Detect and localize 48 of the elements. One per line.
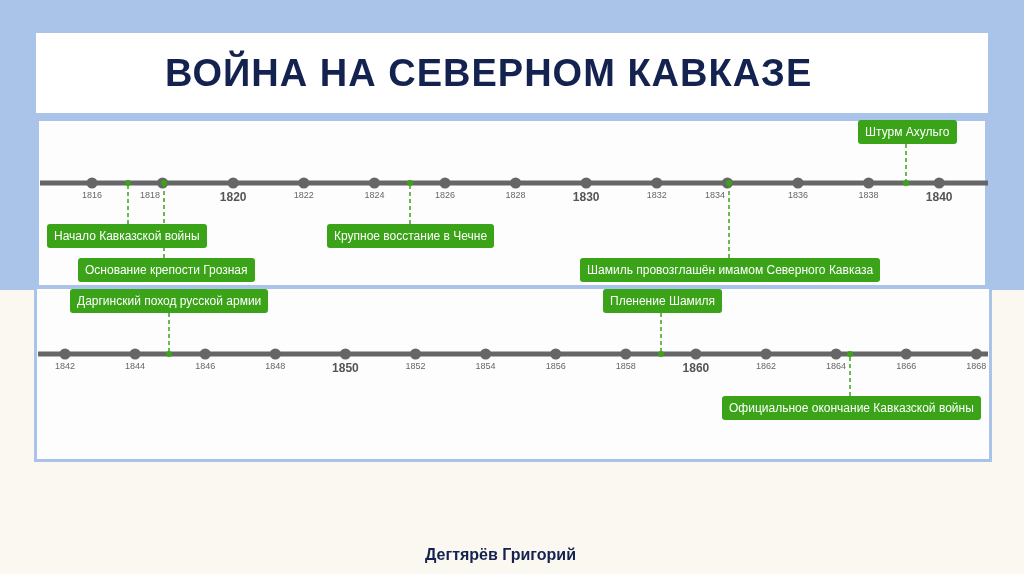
year-label: 1818 xyxy=(140,190,161,200)
year-label: 1816 xyxy=(82,190,102,200)
event-marker-dot xyxy=(658,351,664,357)
year-label: 1824 xyxy=(364,190,385,200)
event-marker-dot xyxy=(726,180,732,186)
year-label: 1850 xyxy=(332,361,359,375)
year-label: 1856 xyxy=(545,361,566,371)
event-label: Основание крепости Грозная xyxy=(78,258,255,282)
event-marker-dot xyxy=(847,351,853,357)
event-marker-dot xyxy=(903,180,909,186)
event-label: Официальное окончание Кавказской войны xyxy=(722,396,981,420)
year-label: 1862 xyxy=(756,361,776,371)
event-marker-dot xyxy=(161,180,167,186)
year-label: 1860 xyxy=(682,361,710,375)
year-label: 1828 xyxy=(505,190,526,200)
leader-line xyxy=(905,143,907,181)
event-marker-dot xyxy=(166,351,172,357)
event-label: Даргинский поход русской армии xyxy=(70,289,269,313)
event-label: Начало Кавказской войны xyxy=(47,224,207,248)
year-label: 1866 xyxy=(896,361,917,371)
year-label: 1830 xyxy=(572,190,600,204)
leader-line xyxy=(168,312,170,352)
year-label: 1836 xyxy=(788,190,808,200)
event-label: Штурм Ахульго xyxy=(858,120,957,144)
leader-line xyxy=(728,185,730,259)
event-marker-dot xyxy=(125,180,131,186)
event-label: Шамиль провозглашён имамом Северного Кавказа xyxy=(580,258,881,282)
event-label: Пленение Шамиля xyxy=(603,289,723,313)
event-label: Крупное восстание в Чечне xyxy=(327,224,495,248)
year-label: 1820 xyxy=(219,190,247,204)
year-label: 1848 xyxy=(265,361,286,371)
year-label: 1838 xyxy=(858,190,879,200)
year-label: 1842 xyxy=(55,361,75,371)
leader-line xyxy=(127,185,129,225)
year-label: 1832 xyxy=(646,190,667,200)
year-label: 1822 xyxy=(293,190,314,200)
leader-line xyxy=(849,356,851,397)
year-label: 1826 xyxy=(435,190,455,200)
year-label: 1852 xyxy=(405,361,426,371)
leader-line xyxy=(660,312,662,352)
event-marker-dot xyxy=(407,180,413,186)
year-label: 1840 xyxy=(925,190,953,204)
author-name: Дегтярёв Григорий xyxy=(425,546,577,564)
title: ВОЙНА НА СЕВЕРНОМ КАВКАЗЕ xyxy=(165,52,813,95)
year-label: 1868 xyxy=(966,361,987,371)
leader-line xyxy=(409,185,411,225)
year-label: 1846 xyxy=(195,361,216,371)
year-label: 1854 xyxy=(475,361,496,371)
